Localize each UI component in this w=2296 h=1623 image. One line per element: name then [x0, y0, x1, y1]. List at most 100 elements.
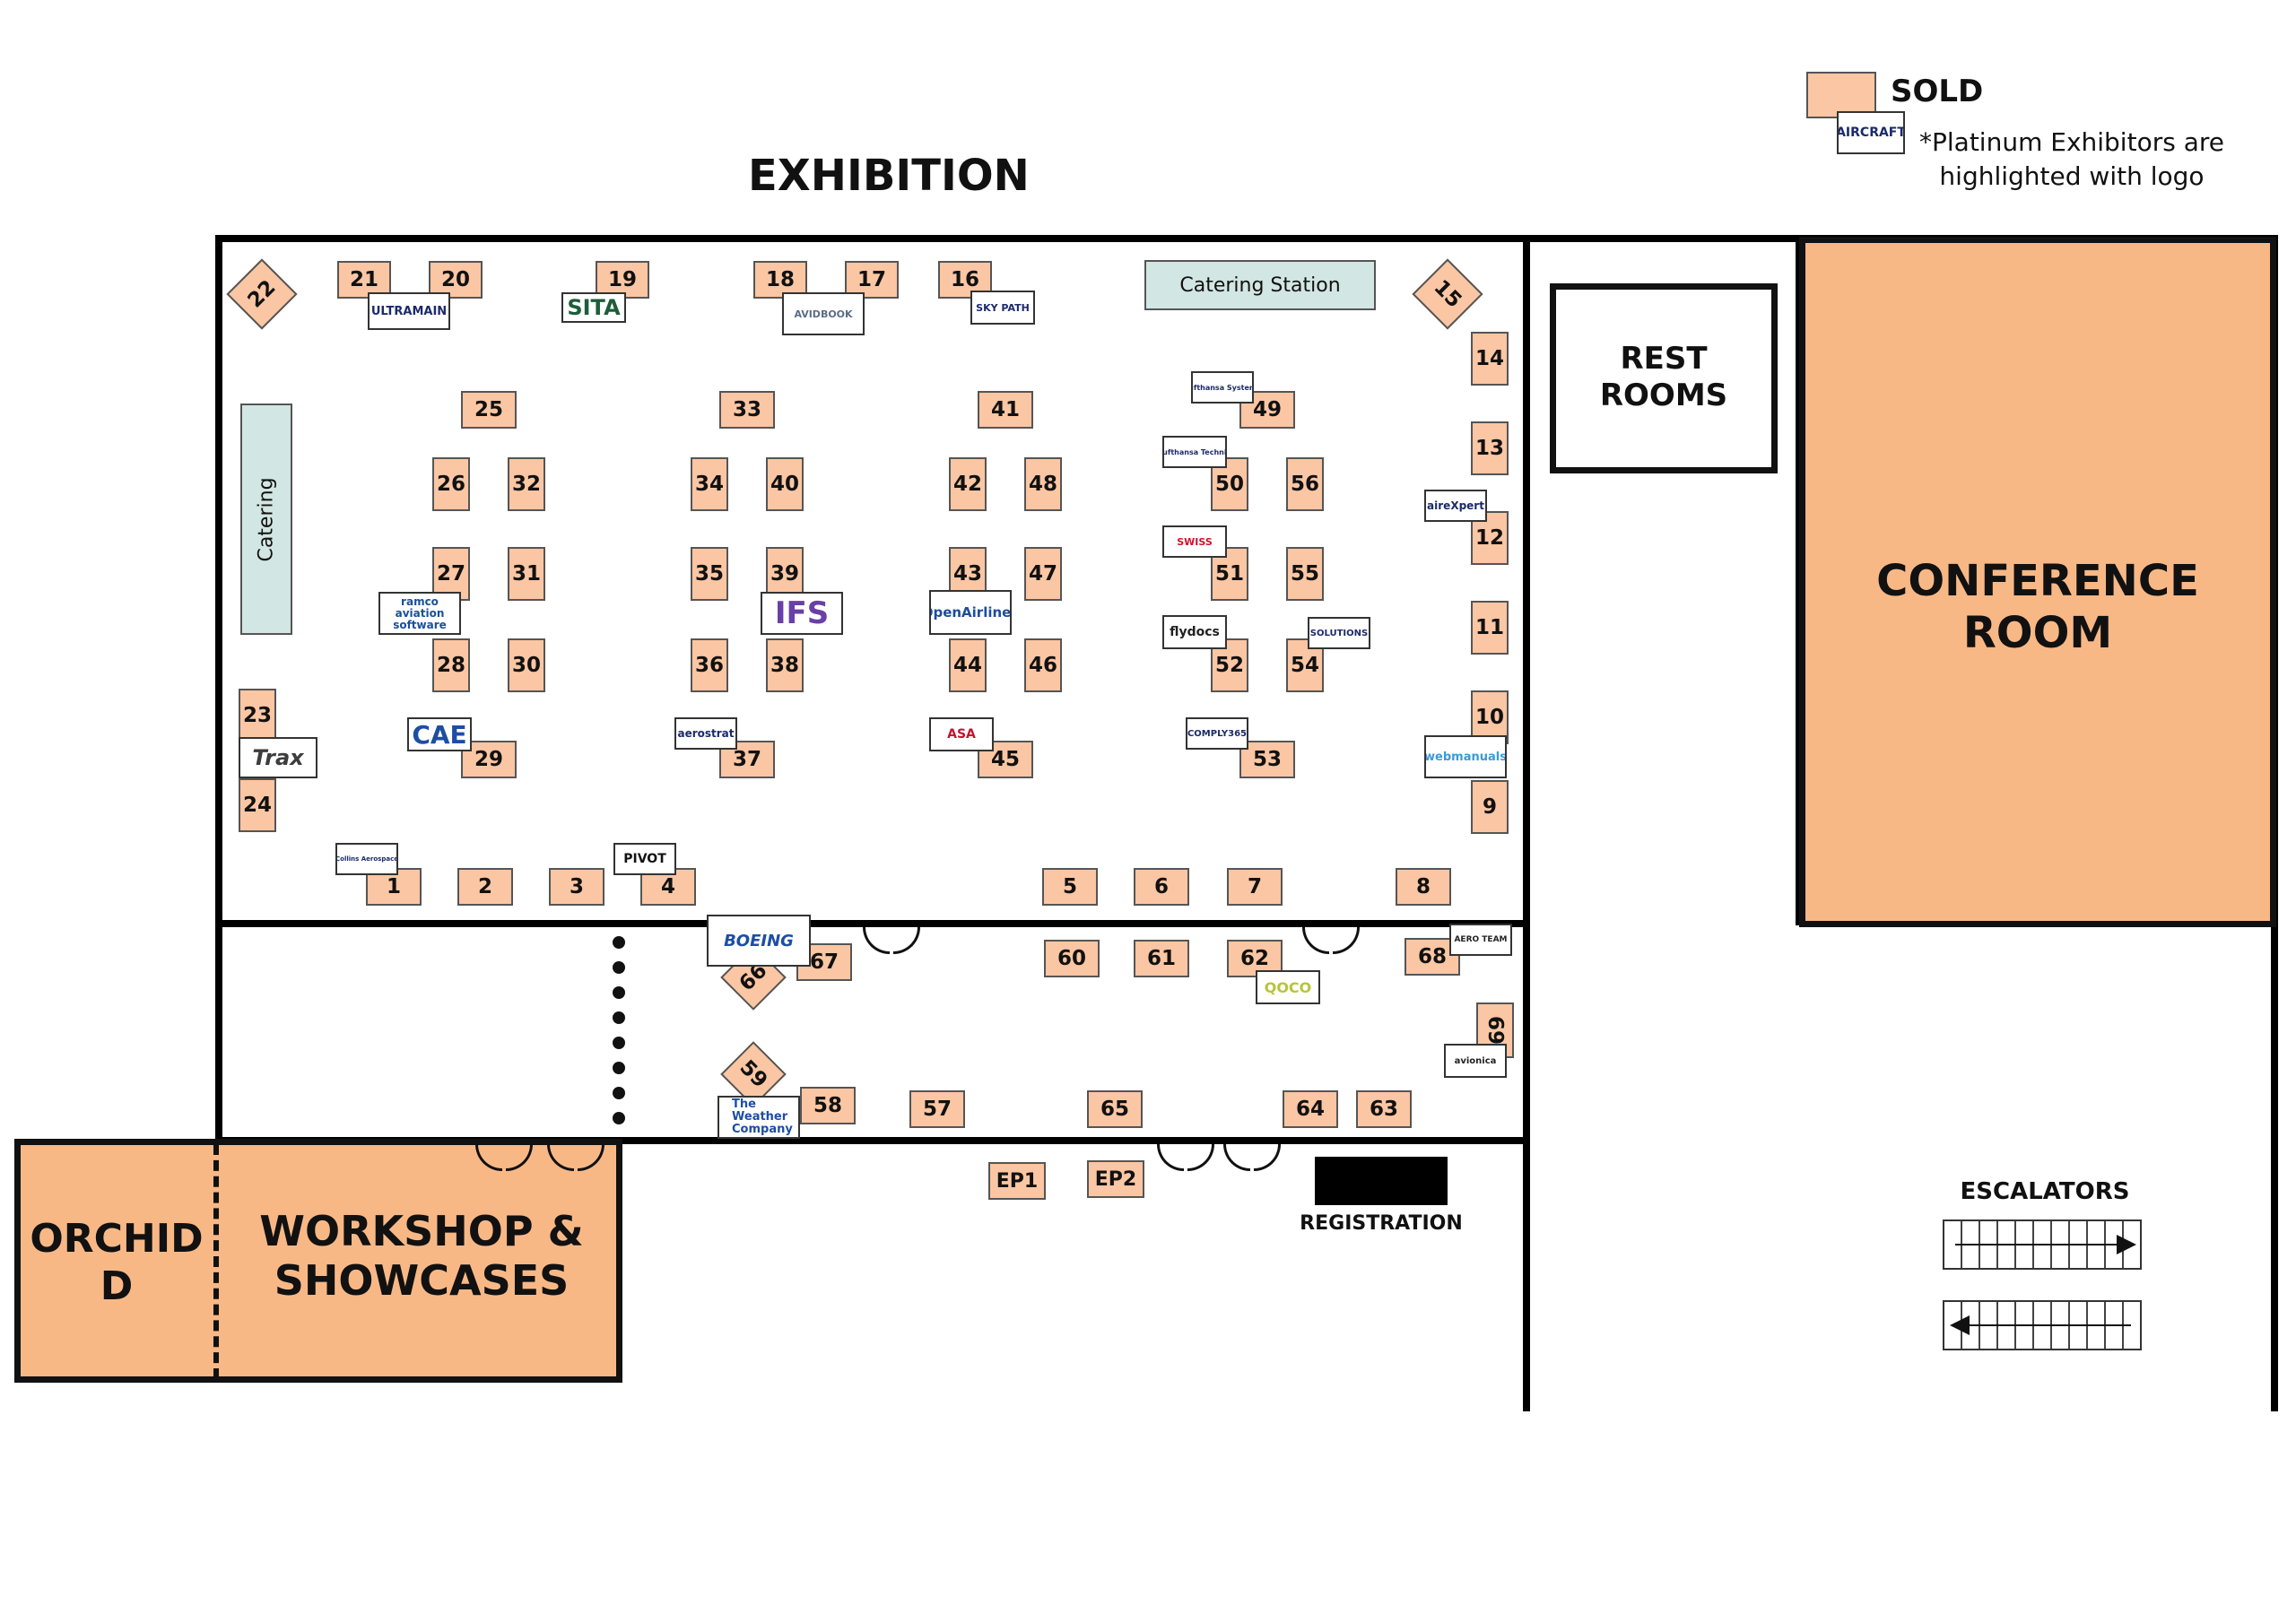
escalator-down — [1943, 1300, 2142, 1350]
logo-collins: Collins Aerospace — [335, 843, 398, 875]
orchid-label: ORCHID D — [27, 1216, 206, 1311]
booth-26[interactable]: 26 — [432, 457, 470, 511]
legend-platinum-note: *Platinum Exhibitors are highlighted wit… — [1919, 126, 2224, 194]
legend-platinum-logo: AIRCRAFT — [1837, 111, 1905, 154]
logo-swiss: SWISS — [1162, 525, 1227, 558]
logo-ramco-line1: ramco — [401, 595, 439, 608]
booth-50[interactable]: 50 — [1211, 457, 1248, 511]
arrow-right-head — [2117, 1235, 2136, 1254]
hall-right-wall — [1523, 235, 1530, 1411]
booth-52[interactable]: 52 — [1211, 638, 1248, 692]
rest-rooms — [1550, 283, 1778, 473]
booth-6[interactable]: 6 — [1134, 868, 1189, 906]
logo-qoco: QOCO — [1256, 970, 1320, 1004]
booth-40[interactable]: 40 — [766, 457, 804, 511]
booth-33[interactable]: 33 — [719, 391, 775, 429]
orchid-line2: D — [100, 1263, 134, 1309]
logo-weather-company: The Weather Company — [718, 1096, 800, 1139]
booth-5[interactable]: 5 — [1042, 868, 1098, 906]
booth-45[interactable]: 45 — [978, 741, 1033, 778]
booth-3[interactable]: 3 — [549, 868, 604, 906]
booth-36[interactable]: 36 — [691, 638, 728, 692]
logo-trax: Trax — [239, 737, 317, 778]
booth-2[interactable]: 2 — [457, 868, 513, 906]
logo-skypath: SKY PATH — [970, 291, 1035, 325]
hall-divider-wall — [215, 920, 1530, 927]
booth-34[interactable]: 34 — [691, 457, 728, 511]
booth-28[interactable]: 28 — [432, 638, 470, 692]
logo-weather-line3: Company — [732, 1123, 793, 1136]
booth-15[interactable]: 15 — [1412, 258, 1483, 330]
logo-ifs: IFS — [761, 592, 843, 635]
booth-60[interactable]: 60 — [1044, 940, 1100, 977]
booth-64[interactable]: 64 — [1283, 1090, 1338, 1128]
arrow-right-icon — [1955, 1244, 2129, 1245]
booth-30[interactable]: 30 — [508, 638, 545, 692]
logo-avionica: avionica — [1444, 1044, 1507, 1078]
escalator-up — [1943, 1219, 2142, 1270]
booth-35[interactable]: 35 — [691, 547, 728, 601]
legend-note-line1: *Platinum Exhibitors are — [1919, 127, 2224, 157]
booth-42[interactable]: 42 — [949, 457, 987, 511]
booth-65[interactable]: 65 — [1087, 1090, 1143, 1128]
booth-46[interactable]: 46 — [1024, 638, 1062, 692]
logo-boeing: BOEING — [707, 915, 811, 967]
booth-57[interactable]: 57 — [909, 1090, 965, 1128]
logo-asa: ASA — [929, 717, 994, 751]
logo-avidbook: AVIDBOOK — [782, 292, 865, 335]
rest-rooms-line2: ROOMS — [1599, 377, 1728, 413]
logo-comply365: COMPLY365 — [1186, 717, 1248, 750]
booth-15-text: 15 — [1429, 275, 1466, 313]
page-title: EXHIBITION — [748, 151, 1030, 201]
logo-ramco-line3: software — [393, 618, 447, 631]
logo-pivot: PIVOT — [613, 843, 676, 875]
booth-22[interactable]: 22 — [226, 258, 298, 330]
catering-station: Catering Station — [1144, 260, 1376, 310]
arrow-left-icon — [1957, 1324, 2131, 1326]
logo-openairlines: OpenAirlines — [929, 590, 1012, 635]
booth-14[interactable]: 14 — [1471, 332, 1509, 386]
booth-55[interactable]: 55 — [1286, 547, 1324, 601]
booth-37[interactable]: 37 — [719, 741, 775, 778]
legend-sold-label: SOLD — [1891, 74, 1984, 109]
logo-cae: CAE — [407, 717, 472, 751]
booth-ep2[interactable]: EP2 — [1087, 1160, 1144, 1198]
hall-left-wall — [215, 235, 222, 1144]
booth-31[interactable]: 31 — [508, 547, 545, 601]
escalators-label: ESCALATORS — [1960, 1178, 2130, 1205]
booth-38[interactable]: 38 — [766, 638, 804, 692]
booth-8[interactable]: 8 — [1396, 868, 1451, 906]
conference-room — [1799, 237, 2276, 927]
booth-23[interactable]: 23 — [239, 689, 276, 742]
booth-32[interactable]: 32 — [508, 457, 545, 511]
booth-24[interactable]: 24 — [239, 778, 276, 832]
hall-top-wall — [215, 235, 2278, 242]
booth-41[interactable]: 41 — [978, 391, 1033, 429]
arrow-left-head — [1950, 1315, 1970, 1335]
booth-61[interactable]: 61 — [1134, 940, 1189, 977]
orchid-line1: ORCHID — [30, 1216, 204, 1262]
catering-label: Catering — [255, 476, 278, 562]
booth-9[interactable]: 9 — [1471, 780, 1509, 834]
booth-49[interactable]: 49 — [1239, 391, 1295, 429]
rest-rooms-line1: REST — [1620, 341, 1708, 377]
catering-area: Catering — [240, 404, 292, 635]
booth-63[interactable]: 63 — [1356, 1090, 1412, 1128]
booth-16[interactable]: 16 — [938, 261, 992, 299]
booth-58[interactable]: 58 — [800, 1087, 856, 1124]
booth-53[interactable]: 53 — [1239, 741, 1295, 778]
booth-48[interactable]: 48 — [1024, 457, 1062, 511]
logo-sita: SITA — [561, 292, 626, 323]
orchid-dash-divider — [213, 1144, 219, 1379]
logo-lufthansa-systems: Lufthansa Systems — [1191, 371, 1254, 404]
booth-13[interactable]: 13 — [1471, 421, 1509, 475]
booth-47[interactable]: 47 — [1024, 547, 1062, 601]
logo-ramco: ramco aviation software — [378, 592, 461, 635]
booth-11[interactable]: 11 — [1471, 601, 1509, 655]
booth-7[interactable]: 7 — [1227, 868, 1283, 906]
workshop-line1: WORKSHOP & — [259, 1207, 584, 1255]
booth-44[interactable]: 44 — [949, 638, 987, 692]
booth-25[interactable]: 25 — [461, 391, 517, 429]
booth-56[interactable]: 56 — [1286, 457, 1324, 511]
booth-ep1[interactable]: EP1 — [988, 1162, 1046, 1200]
